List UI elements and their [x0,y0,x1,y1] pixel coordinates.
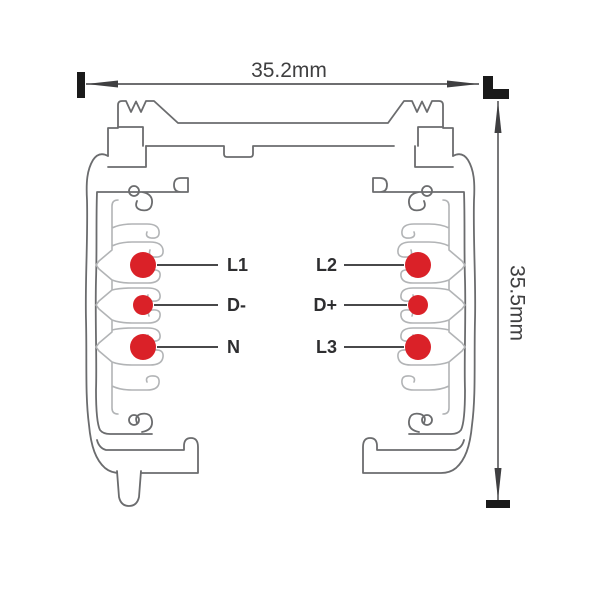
conductor-dot-l3 [405,334,431,360]
dimension-height-label: 35.5mm [506,265,529,341]
conductor-dot-l1 [130,252,156,278]
label-dminus: D- [227,295,246,315]
conductor-dot-l2 [405,252,431,278]
label-dplus: D+ [313,295,337,315]
dimension-width: 35.2mm [77,59,509,99]
conductors [130,252,431,360]
dimension-height: 35.5mm [486,101,529,508]
label-l3: L3 [316,337,337,357]
arrow-right-icon [447,80,479,88]
profile-inner-ceiling [145,145,395,158]
dimension-tick-bottom [486,500,510,508]
conductor-dot-dminus [133,295,153,315]
dimension-tick-left [77,72,85,98]
profile-left-side [84,126,199,507]
track-profile-outline [84,100,477,507]
profile-bottom-leg [116,470,142,507]
conductor-dot-n [130,334,156,360]
label-n: N [227,337,240,357]
profile-top-plate [107,100,454,157]
conductor-labels: L1 D- N L2 D+ L3 [154,255,407,357]
conductor-dot-dplus [408,295,428,315]
dimension-width-label: 35.2mm [251,59,327,82]
arrow-down-icon [494,468,502,500]
arrow-left-icon [86,80,118,88]
arrow-up-icon [494,101,502,133]
dimension-corner-mark [483,76,509,99]
label-l2: L2 [316,255,337,275]
label-l1: L1 [227,255,248,275]
